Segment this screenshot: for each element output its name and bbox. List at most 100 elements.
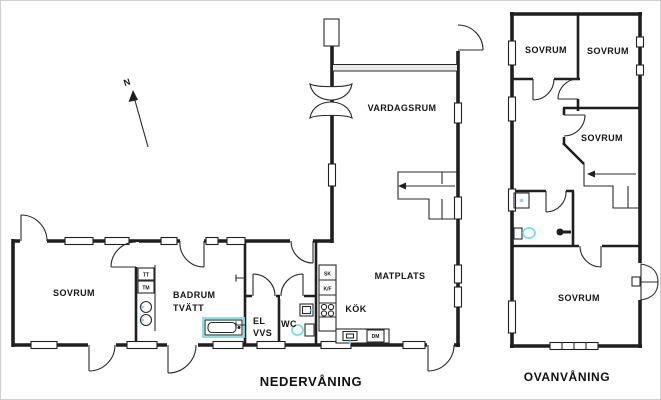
wall	[510, 12, 642, 348]
window	[160, 236, 178, 246]
door-gap	[290, 237, 313, 245]
burner	[320, 303, 328, 311]
door-swing	[88, 344, 116, 372]
room-label-sovrum-east: SOVRUM	[581, 133, 623, 143]
compass-north-label: N	[122, 76, 132, 88]
laundry-appliances: TT TM	[137, 267, 155, 327]
door-swing	[167, 344, 197, 374]
room-label-matplats: MATPLATS	[375, 271, 426, 281]
door-sovrum-nw	[532, 76, 555, 101]
drum	[139, 300, 153, 314]
door-sovrum-south	[579, 243, 602, 268]
door-swing	[110, 241, 137, 268]
window-band	[333, 64, 457, 71]
toilet-tank	[513, 227, 523, 240]
door-gap	[252, 293, 276, 299]
fridge-freezer-label: K/F	[323, 287, 331, 293]
window-ticks	[561, 342, 587, 350]
french-door-east	[631, 263, 659, 301]
door-wing	[640, 281, 659, 301]
compass: N	[122, 76, 149, 148]
bathtub	[202, 317, 245, 338]
dryer-label: TT	[143, 273, 149, 279]
door-swing	[252, 273, 276, 297]
window	[507, 40, 517, 66]
room-label-kok: KÖK	[345, 304, 366, 314]
sink-arm	[562, 230, 571, 234]
upper-floor-title: OVANVÅNING	[524, 369, 610, 384]
dryer-box	[137, 267, 155, 281]
room-label-vvs: VVS	[253, 328, 272, 338]
drum-mark	[141, 305, 144, 309]
stairs-outline	[583, 164, 640, 209]
door-sovrum-interior	[110, 241, 139, 268]
dishwasher-label: DM	[372, 334, 380, 340]
kitchen-fixtures: SK K/F DM	[318, 264, 390, 344]
window	[635, 36, 645, 48]
door-swing	[557, 78, 579, 100]
dishwasher-box	[366, 329, 385, 343]
door-kitchen-hall	[290, 237, 314, 264]
wall	[562, 142, 585, 165]
compass-needle	[133, 96, 149, 148]
door-wc	[280, 273, 304, 299]
window	[453, 264, 463, 284]
lower-floor-plan: TT TM SK K/F	[11, 16, 484, 389]
toilet-tank	[304, 323, 315, 337]
window	[635, 64, 645, 76]
door-gap	[133, 242, 139, 267]
door-el-vvs	[252, 273, 276, 299]
burner	[320, 310, 328, 317]
door-swing	[579, 245, 602, 268]
door-matplats-south	[427, 341, 455, 372]
door-gap	[454, 16, 462, 51]
door-gap	[533, 76, 554, 82]
door-gap	[88, 341, 116, 349]
window	[507, 300, 517, 334]
window	[212, 340, 244, 350]
window	[64, 236, 94, 246]
wall	[512, 189, 575, 246]
room-label-sovrum-ne: SOVRUM	[587, 46, 629, 56]
door-swing	[280, 273, 304, 297]
window-low-south	[549, 341, 599, 351]
fireplace-lower	[309, 101, 353, 120]
room-label-badrum-1: BADRUM	[173, 290, 215, 300]
door-swing	[545, 190, 567, 213]
window	[453, 196, 463, 220]
fireplace	[309, 82, 353, 120]
wc-fixtures	[291, 303, 315, 337]
towel-rail	[235, 274, 245, 282]
chimney	[323, 18, 340, 47]
shower	[513, 192, 530, 209]
window	[256, 340, 286, 350]
washer-label: TM	[142, 286, 149, 292]
door-gap	[427, 341, 454, 349]
stairs-arrow-icon	[398, 182, 406, 190]
room-label-el: EL	[253, 316, 265, 326]
door-gap	[180, 237, 204, 245]
burner	[327, 303, 335, 311]
kitchen-tap-mark	[348, 340, 352, 344]
stairs-lower	[397, 171, 457, 220]
window	[402, 340, 426, 350]
window	[327, 163, 337, 187]
room-label-badrum-2: TVÄTT	[173, 303, 204, 313]
room-label-sovrum-south: SOVRUM	[558, 293, 600, 303]
window	[507, 188, 517, 212]
window	[453, 286, 463, 308]
towel-rail	[235, 321, 245, 329]
door-exterior-south-1	[88, 341, 116, 372]
bathroom-upper-fixtures	[513, 192, 571, 240]
door-swing	[290, 240, 314, 264]
window	[226, 236, 246, 246]
window	[104, 236, 130, 246]
door-gap	[167, 341, 198, 349]
door-handle-box	[631, 276, 641, 287]
cabinet-dividers	[319, 279, 336, 318]
window	[30, 340, 58, 350]
room-label-wc: WC	[281, 319, 297, 329]
door-gap	[280, 293, 304, 299]
door-badrum	[179, 237, 205, 268]
